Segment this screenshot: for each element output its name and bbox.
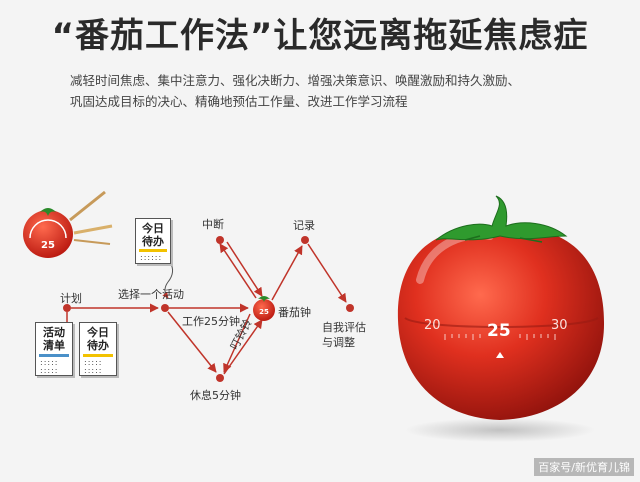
center-tomato-icon: 25: [253, 296, 275, 321]
select-activity-label: 选择一个活动: [118, 288, 184, 301]
svg-text:25: 25: [41, 240, 55, 251]
rest-5-label: 休息5分钟: [190, 389, 241, 402]
activity-list-bar: [39, 354, 69, 357]
svg-text:25: 25: [259, 308, 269, 316]
review-label-line-2: 与调整: [322, 336, 355, 349]
tomato-timer-icon: [397, 195, 605, 442]
page-title: “番茄工作法”让您远离拖延焦虑症: [51, 16, 589, 56]
todo-card-top: 今日 待办 ::::::: [135, 218, 171, 264]
todo-card-bottom-bar: [83, 354, 113, 357]
watermark: 百家号/新优育儿锦: [534, 458, 634, 476]
todo-card-bottom-label: 今日 待办: [87, 326, 109, 352]
timer-mark-30: 30: [551, 318, 568, 333]
todo-card-top-lines: ::::::: [140, 253, 163, 262]
tomato-clock-label: 番茄钟: [278, 306, 311, 319]
timer-mark-20: 20: [424, 318, 441, 333]
activity-list-card: 活动 清单 ::::::::::: [35, 322, 73, 376]
activity-list-label: 活动 清单: [43, 326, 65, 352]
mini-tomato-icon: 25: [23, 190, 113, 258]
todo-card-top-bar: [139, 249, 167, 252]
todo-card-bottom-lines: ::::::::::: [84, 358, 103, 375]
work-25-label: 工作25分钟: [182, 315, 240, 328]
todo-card-bottom: 今日 待办 ::::::::::: [79, 322, 117, 376]
activity-list-lines: ::::::::::: [40, 358, 59, 375]
review-label-line-1: 自我评估: [322, 321, 366, 334]
interrupt-label: 中断: [202, 218, 224, 231]
subtitle-line-2: 巩固达成目标的决心、精确地预估工作量、改进工作学习流程: [70, 94, 408, 109]
todo-card-top-label: 今日 待办: [142, 222, 164, 248]
timer-mark-25: 25: [487, 321, 511, 341]
record-label: 记录: [293, 219, 315, 232]
subtitle-line-1: 减轻时间焦虑、集中注意力、强化决断力、增强决策意识、唤醒激励和持久激励、: [70, 73, 521, 88]
plan-label: 计划: [60, 292, 82, 305]
